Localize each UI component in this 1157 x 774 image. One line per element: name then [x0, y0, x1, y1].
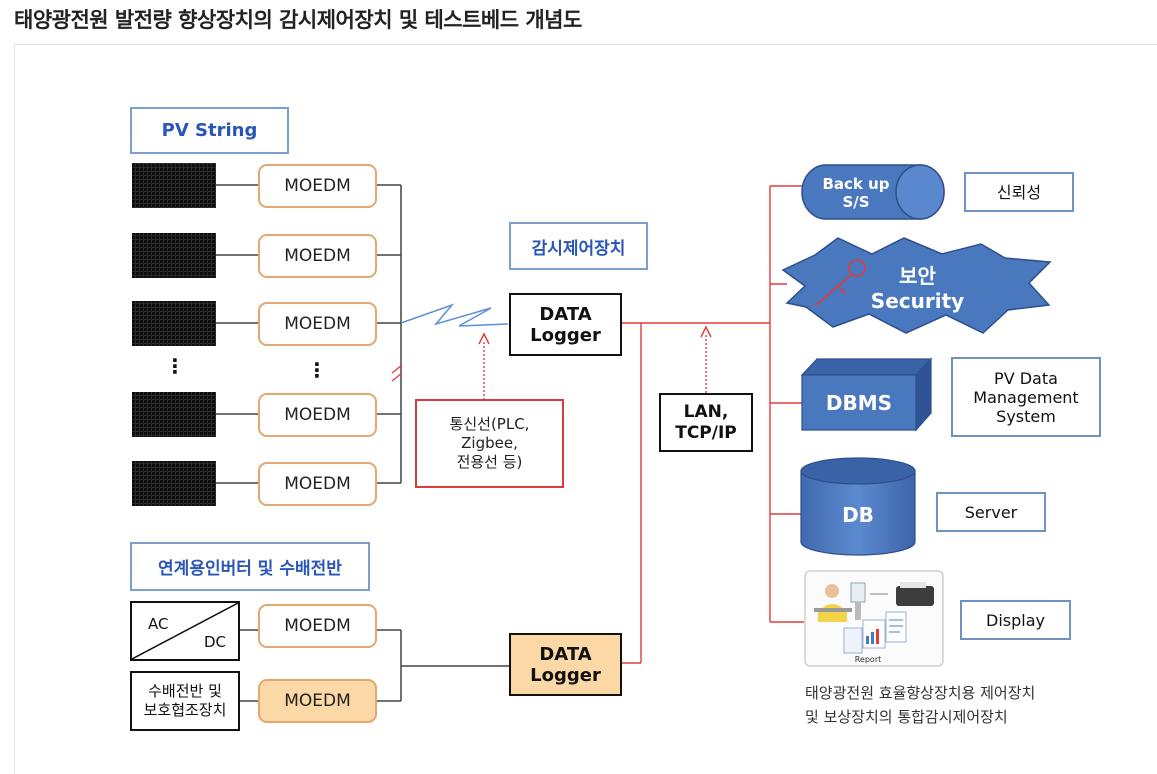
display-illustration [804, 570, 944, 667]
dotted-arrows [483, 333, 707, 400]
solar-panel-4 [132, 392, 216, 437]
solar-panel-5 [132, 461, 216, 506]
bus-break-marks [391, 364, 403, 382]
panel-connectors [216, 184, 510, 702]
pv-string-label: PV String [130, 107, 289, 154]
ac-label: AC [148, 615, 169, 633]
backup-label: Back up S/S [814, 173, 898, 213]
caption-line-2: 및 보상장치의 통합감시제어장치 [805, 708, 1008, 726]
pv-data-line-3: System [996, 406, 1056, 426]
moedm-2: MOEDM [258, 234, 377, 278]
dbms-label: DBMS [825, 390, 893, 415]
solar-panel-1 [132, 163, 216, 208]
db-cylinder [800, 457, 916, 556]
pv-data-line-1: PV Data [994, 368, 1058, 388]
security-label: 보안 Security [850, 262, 985, 316]
comm-arrow-head [478, 332, 490, 345]
key-icon [814, 259, 866, 307]
security-line-1: 보안 [899, 264, 936, 288]
moedm-5: MOEDM [258, 462, 377, 506]
network-lines [621, 185, 804, 664]
pv-data-box: PV Data Management System [951, 357, 1101, 437]
lan-tcpip-box: LAN, TCP/IP [659, 393, 753, 452]
wireless-link [400, 303, 509, 327]
diagram-caption: 태양광전원 효율향상장치용 제어장치 및 보상장치의 통합감시제어장치 [805, 681, 1035, 729]
inverter-label: 연계용인버터 및 수배전반 [130, 542, 370, 591]
monitor-control-label: 감시제어장치 [509, 222, 648, 270]
switchboard-line-2: 보호협조장치 [143, 701, 227, 719]
security-line-2: Security [870, 289, 965, 313]
backup-line-2: S/S [842, 193, 870, 211]
solar-panel-3 [132, 301, 216, 346]
comm-line-3: 전용선 등) [456, 453, 523, 471]
backup-cylinder [801, 164, 945, 220]
lan-arrow-head [700, 325, 712, 338]
report-label: Report [855, 655, 882, 664]
comm-line-1: 통신선(PLC, [449, 415, 530, 433]
dbms-box [800, 357, 933, 432]
moedm-1: MOEDM [258, 164, 377, 208]
comm-line-2: Zigbee, [461, 434, 518, 452]
data-logger-bottom: DATA Logger [509, 633, 622, 696]
switchboard-box: 수배전반 및 보호협조장치 [130, 671, 240, 731]
server-box: Server [936, 492, 1046, 532]
reliability-box: 신뢰성 [964, 172, 1074, 212]
data-logger-top: DATA Logger [509, 293, 622, 356]
solar-panel-2 [132, 233, 216, 278]
moedm-3: MOEDM [258, 302, 377, 346]
ac-dc-box: AC DC [130, 601, 240, 661]
ellipsis-moedm: ⋮ [307, 358, 327, 382]
data-logger-top-line2: Logger [530, 324, 601, 346]
lan-line-1: LAN, [683, 401, 729, 422]
caption-line-1: 태양광전원 효율향상장치용 제어장치 [805, 684, 1036, 702]
ac-dc-diagonal [132, 603, 238, 659]
data-logger-bottom-line1: DATA [539, 643, 592, 665]
pv-data-line-2: Management [973, 387, 1079, 407]
lan-line-2: TCP/IP [675, 422, 737, 443]
ellipsis-panels: ⋮ [165, 354, 185, 378]
db-label: DB [842, 503, 874, 527]
diagram-panel [14, 44, 1157, 774]
switchboard-line-1: 수배전반 및 [148, 682, 222, 700]
data-logger-top-line1: DATA [539, 303, 592, 325]
moedm-inverter: MOEDM [258, 604, 377, 648]
comm-line-box: 통신선(PLC, Zigbee, 전용선 등) [415, 399, 564, 488]
backup-line-1: Back up [822, 175, 890, 193]
page-title: 태양광전원 발전량 향상장치의 감시제어장치 및 테스트베드 개념도 [14, 8, 582, 32]
display-box: Display [960, 600, 1071, 640]
moedm-4: MOEDM [258, 393, 377, 437]
security-starburst [781, 237, 1052, 334]
moedm-switchboard: MOEDM [258, 679, 377, 723]
data-logger-bottom-line2: Logger [530, 664, 601, 686]
dc-label: DC [204, 633, 227, 651]
